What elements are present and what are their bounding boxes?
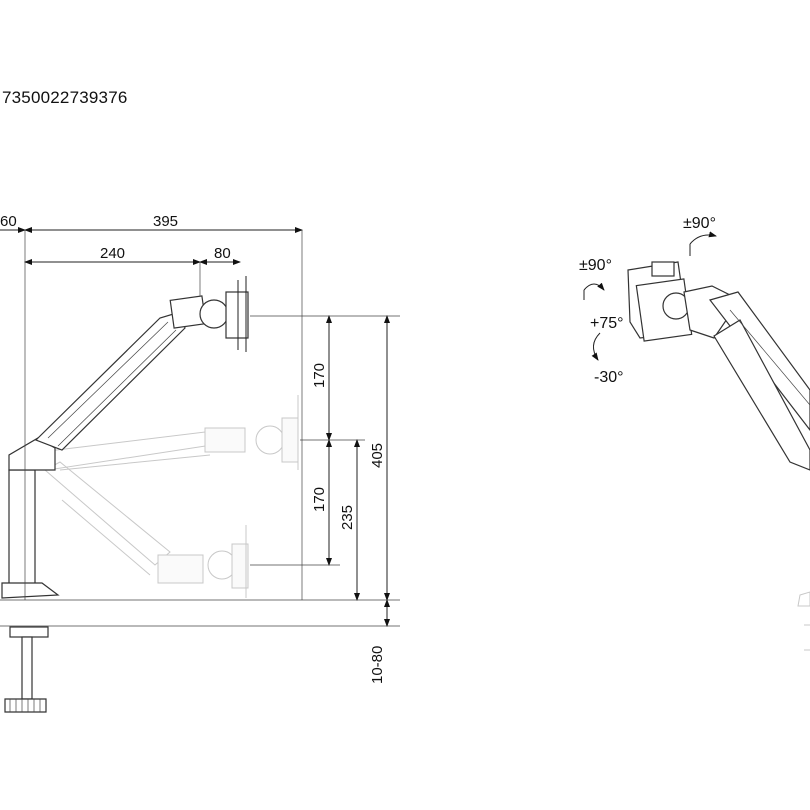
dim-arm-segment: 240: [100, 245, 125, 262]
extension-lines: [0, 230, 400, 627]
ghost-arm-middle: [39, 395, 299, 471]
angle-tilt-down: -30°: [594, 369, 624, 386]
rotation-arrows: [583, 231, 717, 361]
dim-clamp-range: 10-80: [369, 646, 386, 684]
swivel-left-arrow: [583, 282, 605, 291]
dim-height-lower: 170: [311, 487, 328, 512]
angle-swivel-top: ±90°: [683, 215, 716, 232]
dim-height-total: 405: [369, 443, 386, 468]
tilt-joint: [199, 299, 229, 329]
dim-arm-length: 395: [153, 213, 178, 230]
vesa-plate: [225, 291, 249, 339]
perspective-arm: [627, 261, 810, 651]
horizontal-dimensions: 60 395 240 80: [0, 213, 303, 265]
ghost-arm-lower: [44, 461, 249, 598]
upper-arm: [34, 311, 186, 451]
angle-swivel-left: ±90°: [579, 257, 612, 274]
dim-height-upper: 170: [311, 363, 328, 388]
dim-height-mid: 235: [339, 505, 356, 530]
swivel-top-arrow: [689, 231, 717, 245]
angle-tilt-up: +75°: [590, 315, 624, 332]
arm-pole: [8, 469, 36, 586]
vertical-dimensions: 170 170 235 405 10-80: [311, 315, 390, 684]
tilt-arrow: [591, 332, 601, 361]
arm-base: [1, 582, 60, 599]
main-arm: [1, 276, 249, 599]
reference-number: 7350022739376: [2, 88, 128, 107]
dim-head-segment: 80: [214, 245, 231, 262]
dim-offset-left: 60: [0, 213, 17, 230]
desk-clamp: [4, 626, 49, 713]
